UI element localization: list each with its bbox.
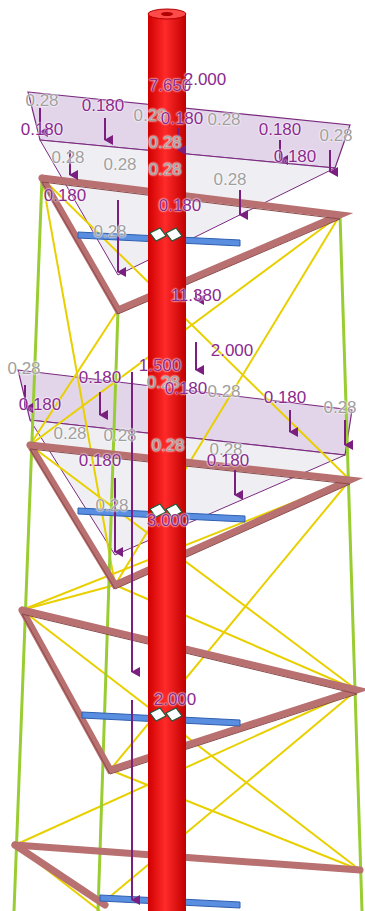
- bracing: [15, 178, 360, 911]
- load-value: 0.180: [264, 389, 307, 407]
- load-value: 0.180: [207, 452, 250, 470]
- load-value: 0.28: [93, 223, 126, 241]
- load-value: 0.180: [159, 197, 202, 215]
- load-value: 0.28: [213, 171, 246, 189]
- tower-leg: [14, 178, 362, 911]
- load-value: 0.180: [79, 369, 122, 387]
- load-value: 0.28: [207, 111, 240, 129]
- load-value: 0.28: [103, 427, 136, 445]
- load-value: 0.180: [21, 121, 64, 139]
- load-value: 0.28: [148, 134, 181, 152]
- load-value: 0.180: [165, 380, 208, 398]
- load-value: 0.28: [95, 497, 128, 515]
- load-value: 1.500: [139, 357, 182, 375]
- load-value: 2.000: [211, 342, 254, 360]
- load-value: 0.28: [53, 425, 86, 443]
- load-value: 0.180: [274, 148, 317, 166]
- load-arrow: [25, 108, 345, 900]
- load-value: 0.28: [103, 156, 136, 174]
- load-value: 0.28: [207, 383, 240, 401]
- load-value: 0.28: [51, 149, 84, 167]
- load-value: 0.28: [151, 437, 184, 455]
- load-value: 0.28: [25, 92, 58, 110]
- load-value: 11.380: [171, 287, 222, 305]
- load-value: 0.180: [161, 110, 204, 128]
- load-value: 0.180: [79, 452, 122, 470]
- load-value: 0.28: [323, 399, 356, 417]
- load-value: 0.180: [259, 121, 302, 139]
- load-value: 2.000: [184, 71, 227, 89]
- load-value: 0.28: [7, 360, 40, 378]
- frame-edge: [22, 182, 357, 774]
- load-value: 3.000: [147, 512, 190, 530]
- load-value: 0.180: [19, 396, 62, 414]
- frame-beam: [15, 178, 360, 905]
- pole: [148, 9, 186, 911]
- load-value: 0.28: [148, 161, 181, 179]
- load-value: 0.28: [319, 127, 352, 145]
- load-value: 0.180: [44, 187, 87, 205]
- load-value: 2.000: [154, 691, 197, 709]
- load-value: 0.180: [82, 97, 125, 115]
